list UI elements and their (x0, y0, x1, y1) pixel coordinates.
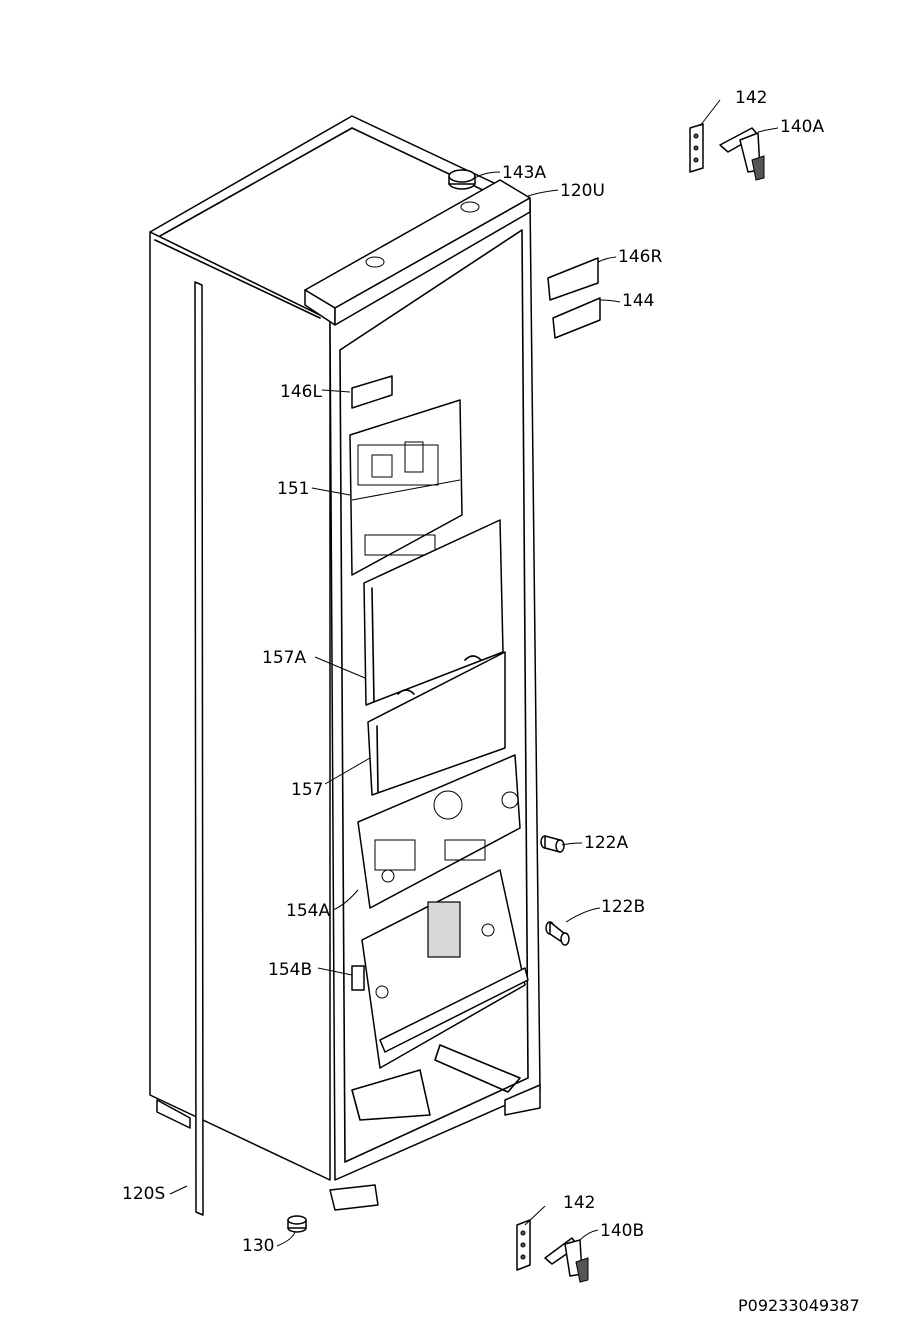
label-157A: 157A (262, 648, 306, 668)
part-140A-hinge (719, 127, 765, 181)
part-labels: 142 140A 143A 120U 146R 144 146L 151 157… (122, 88, 824, 1256)
part-151-cover (349, 399, 463, 576)
part-144-panel (552, 297, 601, 339)
label-154A: 154A (286, 901, 330, 921)
label-122A: 122A (584, 833, 628, 853)
label-142-bottom: 142 (563, 1193, 595, 1213)
label-142-top: 142 (735, 88, 767, 108)
label-140A: 140A (780, 117, 824, 137)
label-120U: 120U (560, 181, 605, 201)
label-143A: 143A (502, 163, 546, 183)
label-154B: 154B (268, 960, 312, 980)
part-122B-screw (545, 921, 570, 946)
part-143A-cap (448, 169, 476, 190)
label-140B: 140B (600, 1221, 644, 1241)
bottom-tray (351, 1044, 521, 1121)
part-142-plate-bottom (516, 1219, 531, 1271)
part-120U-top-rail (304, 179, 531, 326)
part-130-foot (287, 1215, 307, 1233)
label-146L: 146L (280, 382, 322, 402)
part-146R-panel (547, 257, 599, 301)
part-157A-shelf-cover (363, 519, 504, 706)
part-157-shelf-cover (367, 651, 506, 796)
document-id: P09233049387 (738, 1296, 860, 1315)
label-120S: 120S (122, 1184, 165, 1204)
part-120S-side-strip (194, 281, 204, 1216)
label-122B: 122B (601, 897, 645, 917)
label-130: 130 (242, 1236, 274, 1256)
leader-lines (169, 99, 779, 1247)
part-154B-module (351, 869, 529, 1069)
part-140B-hinge (544, 1237, 589, 1283)
part-146L-panel (351, 375, 393, 409)
label-146R: 146R (618, 247, 662, 267)
label-151: 151 (277, 479, 309, 499)
part-122A-screw (540, 835, 565, 853)
part-142-plate-top (689, 123, 704, 173)
label-157: 157 (291, 780, 323, 800)
label-144: 144 (622, 291, 654, 311)
part-154A-module (357, 754, 521, 909)
